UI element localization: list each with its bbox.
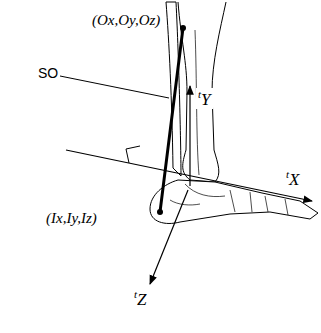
axis-label: tZ xyxy=(132,288,149,309)
muscle-name: SO xyxy=(36,66,60,81)
insertion-point xyxy=(157,209,163,215)
axis-label: tY xyxy=(196,88,213,109)
axis-label: tX xyxy=(284,168,301,189)
right-angle-mark xyxy=(126,146,140,163)
leader-line xyxy=(60,76,169,98)
soleus-line xyxy=(160,28,183,212)
y-axis xyxy=(189,86,190,186)
tibia-bone xyxy=(178,2,226,182)
origin-point xyxy=(180,25,186,31)
point-coordinates: (Ox,Oy,Oz) xyxy=(90,12,162,29)
x-axis xyxy=(66,150,312,201)
point-coordinates: (Ix,Iy,Iz) xyxy=(44,210,99,227)
z-axis xyxy=(150,190,188,284)
